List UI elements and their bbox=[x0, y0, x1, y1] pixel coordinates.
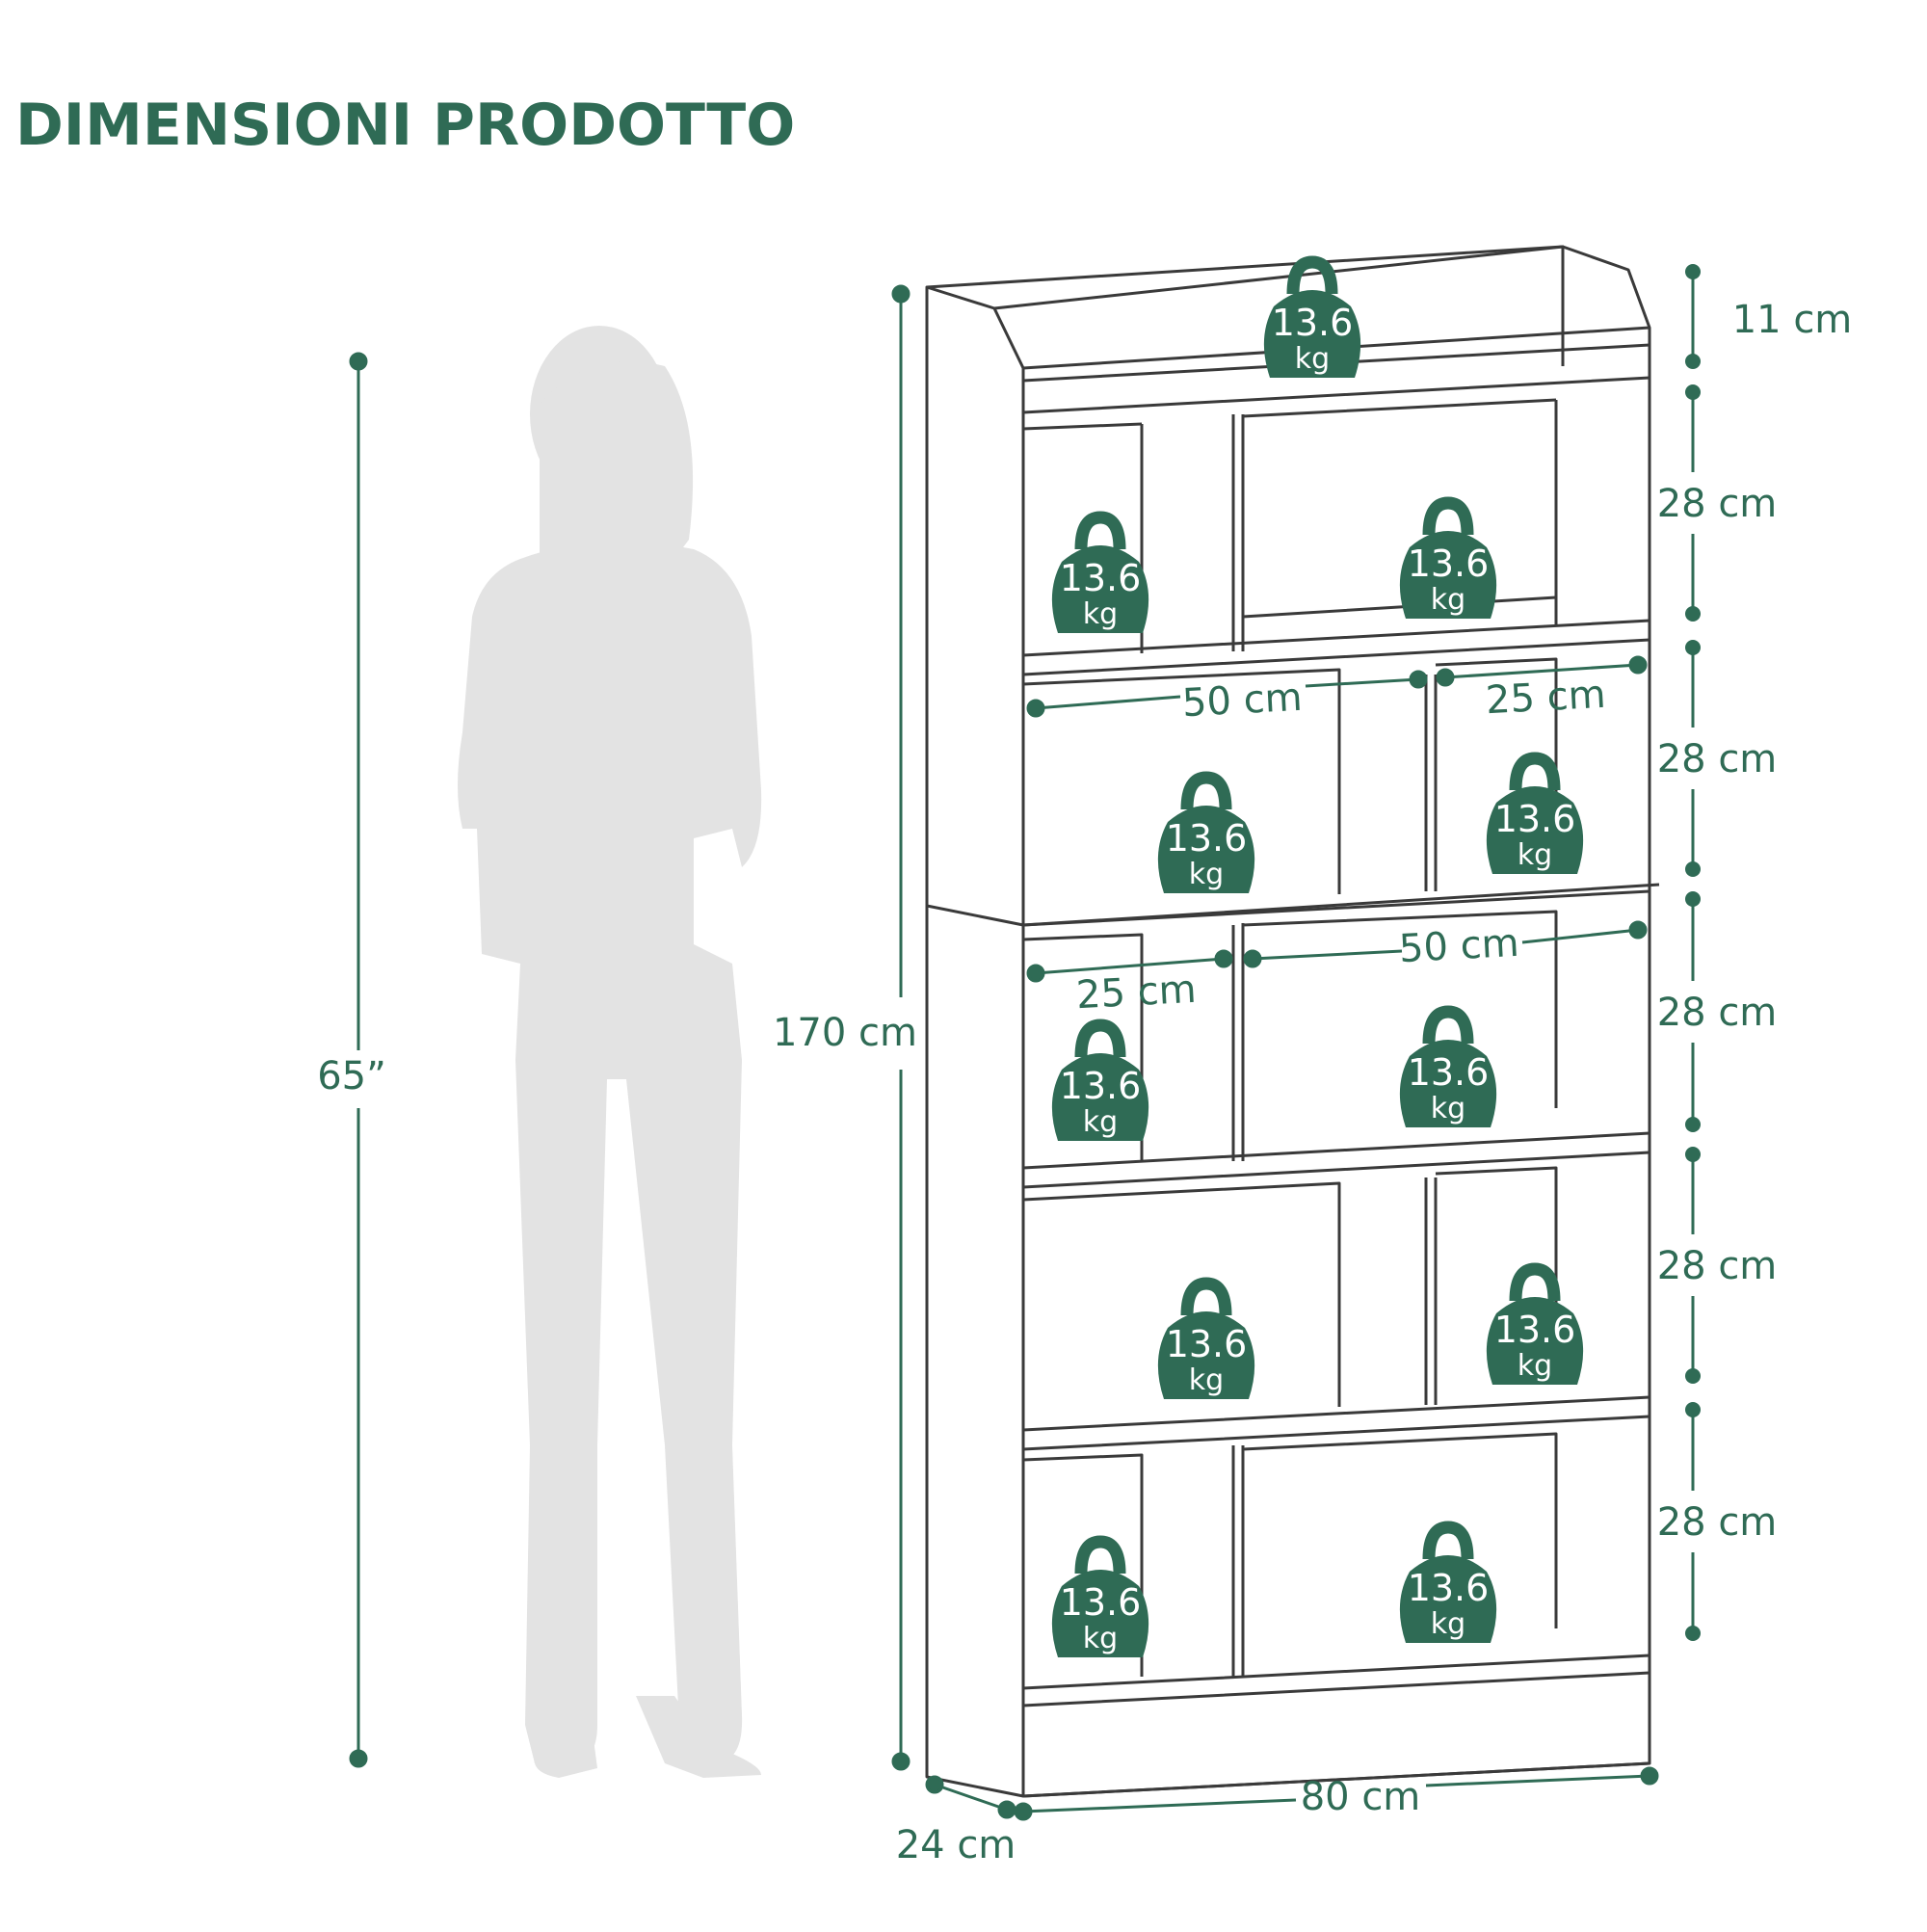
depth-dimension bbox=[925, 1775, 1016, 1819]
upper-wide-width-dimension bbox=[1026, 670, 1428, 718]
weight-unit: kg bbox=[1518, 838, 1552, 872]
weight-unit: kg bbox=[1431, 583, 1465, 617]
compartment-height-dimensions: 11 cm 28 cm 28 cm 28 cm 28 cm 28 cm bbox=[1657, 264, 1852, 1641]
lower-narrow-width-dimension bbox=[1026, 949, 1233, 983]
upper-narrow-width-label: 25 cm bbox=[1485, 673, 1607, 723]
width-dimension bbox=[1014, 1766, 1659, 1821]
weight-value: 13.6 bbox=[1060, 1581, 1142, 1624]
compartment-height-2-label: 28 cm bbox=[1657, 737, 1778, 781]
load-capacity-icons: 13.6kg13.6kg13.6kg13.6kg13.6kg13.6kg13.6… bbox=[1051, 255, 1584, 1657]
weight-icon: 13.6kg bbox=[1399, 1005, 1497, 1127]
page-title: DIMENSIONI PRODOTTO bbox=[15, 92, 796, 159]
weight-value: 13.6 bbox=[1408, 543, 1490, 585]
weight-unit: kg bbox=[1518, 1349, 1552, 1383]
weight-icon: 13.6kg bbox=[1051, 511, 1149, 633]
weight-value: 13.6 bbox=[1494, 798, 1576, 840]
weight-value: 13.6 bbox=[1060, 1065, 1142, 1107]
compartment-height-5-label: 28 cm bbox=[1657, 1500, 1778, 1545]
compartment-height-2-dimension: 28 cm bbox=[1657, 640, 1778, 877]
top-rail-label: 11 cm bbox=[1732, 298, 1853, 342]
compartment-height-5-dimension: 28 cm bbox=[1657, 1402, 1778, 1641]
weight-value: 13.6 bbox=[1166, 817, 1248, 860]
weight-icon: 13.6kg bbox=[1486, 752, 1584, 874]
weight-value: 13.6 bbox=[1408, 1051, 1490, 1094]
weight-icon: 13.6kg bbox=[1157, 771, 1255, 893]
compartment-height-1-dimension: 28 cm bbox=[1657, 384, 1778, 622]
upper-narrow-width-dimension bbox=[1436, 655, 1648, 687]
weight-value: 13.6 bbox=[1494, 1309, 1576, 1351]
depth-label: 24 cm bbox=[896, 1823, 1016, 1867]
upper-wide-width-label: 50 cm bbox=[1181, 675, 1304, 726]
weight-icon: 13.6kg bbox=[1263, 255, 1361, 378]
weight-unit: kg bbox=[1431, 1092, 1465, 1125]
lower-wide-width-label: 50 cm bbox=[1398, 921, 1520, 971]
compartment-height-1-label: 28 cm bbox=[1657, 482, 1778, 526]
weight-value: 13.6 bbox=[1060, 557, 1142, 599]
bookshelf-drawing bbox=[925, 245, 1660, 1798]
weight-unit: kg bbox=[1295, 342, 1330, 376]
weight-unit: kg bbox=[1431, 1607, 1465, 1641]
person-height-label: 65” bbox=[317, 1054, 386, 1098]
weight-unit: kg bbox=[1189, 1363, 1224, 1397]
person-height-dimension bbox=[349, 352, 368, 1768]
weight-unit: kg bbox=[1083, 1105, 1118, 1139]
weight-value: 13.6 bbox=[1408, 1567, 1490, 1609]
compartment-height-3-label: 28 cm bbox=[1657, 991, 1778, 1035]
weight-unit: kg bbox=[1083, 597, 1118, 631]
total-height-label: 170 cm bbox=[773, 1011, 917, 1055]
weight-icon: 13.6kg bbox=[1157, 1277, 1255, 1399]
weight-icon: 13.6kg bbox=[1399, 1521, 1497, 1643]
top-rail-dimension: 11 cm bbox=[1685, 264, 1852, 369]
weight-icon: 13.6kg bbox=[1051, 1535, 1149, 1657]
lower-narrow-width-label: 25 cm bbox=[1075, 967, 1198, 1018]
total-height-dimension bbox=[891, 284, 911, 1771]
weight-unit: kg bbox=[1189, 858, 1224, 891]
weight-value: 13.6 bbox=[1166, 1323, 1248, 1365]
compartment-height-4-label: 28 cm bbox=[1657, 1244, 1778, 1288]
weight-icon: 13.6kg bbox=[1486, 1262, 1584, 1385]
weight-value: 13.6 bbox=[1272, 302, 1354, 344]
compartment-height-3-dimension: 28 cm bbox=[1657, 891, 1778, 1132]
lower-wide-width-dimension bbox=[1243, 920, 1648, 968]
person-silhouette bbox=[458, 326, 762, 1778]
weight-icon: 13.6kg bbox=[1051, 1019, 1149, 1141]
weight-icon: 13.6kg bbox=[1399, 496, 1497, 619]
weight-unit: kg bbox=[1083, 1622, 1118, 1655]
compartment-height-4-dimension: 28 cm bbox=[1657, 1147, 1778, 1384]
width-label: 80 cm bbox=[1301, 1775, 1421, 1819]
